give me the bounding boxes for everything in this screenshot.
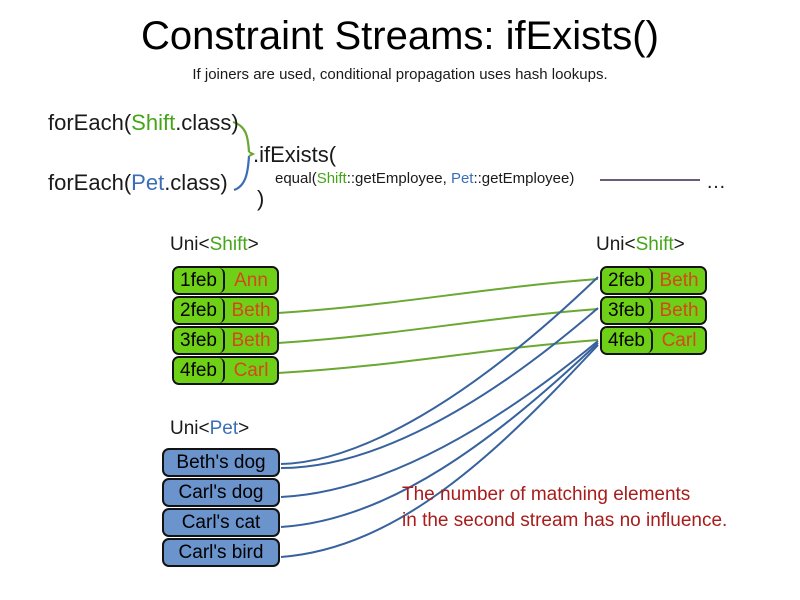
ellipsis-continuation: … (706, 171, 727, 193)
code-foreach-shift: forEach(Shift.class) (48, 110, 239, 136)
shift-date: 4feb (174, 358, 225, 383)
list-item[interactable]: Beth's dog (162, 448, 280, 477)
code-equal-prefix: equal( (275, 170, 317, 187)
shift-date: 2feb (174, 298, 225, 323)
shift-date: 4feb (602, 328, 653, 353)
code-equal-type-shift: Shift (316, 170, 347, 187)
table-row[interactable]: 2feb Beth (600, 266, 707, 295)
list-item[interactable]: Carl's bird (162, 538, 280, 567)
shift-date: 1feb (174, 268, 225, 293)
uni-type: Shift (635, 234, 674, 255)
table-row[interactable]: 2feb Beth (172, 296, 279, 325)
code-type-pet: Pet (131, 170, 165, 195)
code-foreach-shift-suffix: .class) (175, 110, 239, 135)
uni-prefix: Uni< (170, 418, 210, 439)
code-equal-joiner: equal(Shift::getEmployee, Pet::getEmploy… (275, 170, 574, 187)
code-foreach-shift-prefix: forEach( (48, 110, 132, 135)
page-title: Constraint Streams: ifExists() (141, 14, 659, 58)
uni-suffix: > (673, 234, 685, 255)
annotation-line-2: in the second stream has no influence. (402, 510, 728, 531)
stream-label-pet: Uni<Pet> (170, 418, 249, 440)
uni-suffix: > (247, 234, 259, 255)
stream-label-left-shift: Uni<Shift> (170, 234, 259, 256)
code-type-shift: Shift (131, 110, 176, 135)
shift-employee: Beth (653, 298, 705, 323)
annotation-line-1: The number of matching elements (402, 484, 691, 505)
shift-employee: Beth (653, 268, 705, 293)
uni-type: Shift (209, 234, 248, 255)
code-equal-mid: ::getEmployee, (346, 170, 451, 187)
shift-date: 2feb (602, 268, 653, 293)
page-subtitle: If joiners are used, conditional propaga… (192, 66, 608, 83)
uni-type: Pet (209, 418, 239, 439)
shift-date: 3feb (602, 298, 653, 323)
uni-prefix: Uni< (170, 234, 210, 255)
list-item[interactable]: Carl's cat (162, 508, 280, 537)
annotation-note: The number of matching elements in the s… (402, 482, 727, 534)
uni-suffix: > (238, 418, 250, 439)
table-row[interactable]: 4feb Carl (600, 326, 707, 355)
code-equal-type-pet: Pet (450, 170, 474, 187)
table-row[interactable]: 3feb Beth (172, 326, 279, 355)
list-item[interactable]: Carl's dog (162, 478, 280, 507)
code-close-paren: ) (257, 186, 265, 211)
table-row[interactable]: 3feb Beth (600, 296, 707, 325)
code-equal-suffix: ::getEmployee) (473, 170, 575, 187)
shift-employee: Carl (653, 328, 705, 353)
code-foreach-pet-suffix: .class) (164, 170, 228, 195)
table-row[interactable]: 1feb Ann (172, 266, 279, 295)
table-row[interactable]: 4feb Carl (172, 356, 279, 385)
code-foreach-pet-prefix: forEach( (48, 170, 132, 195)
shift-date: 3feb (174, 328, 225, 353)
uni-prefix: Uni< (596, 234, 636, 255)
shift-employee: Carl (225, 358, 277, 383)
code-ifexists: .ifExists( (253, 142, 337, 167)
shift-employee: Ann (225, 268, 277, 293)
shift-employee: Beth (225, 298, 277, 323)
stream-label-right-shift: Uni<Shift> (596, 234, 685, 256)
code-foreach-pet: forEach(Pet.class) (48, 170, 228, 196)
shift-employee: Beth (225, 328, 277, 353)
